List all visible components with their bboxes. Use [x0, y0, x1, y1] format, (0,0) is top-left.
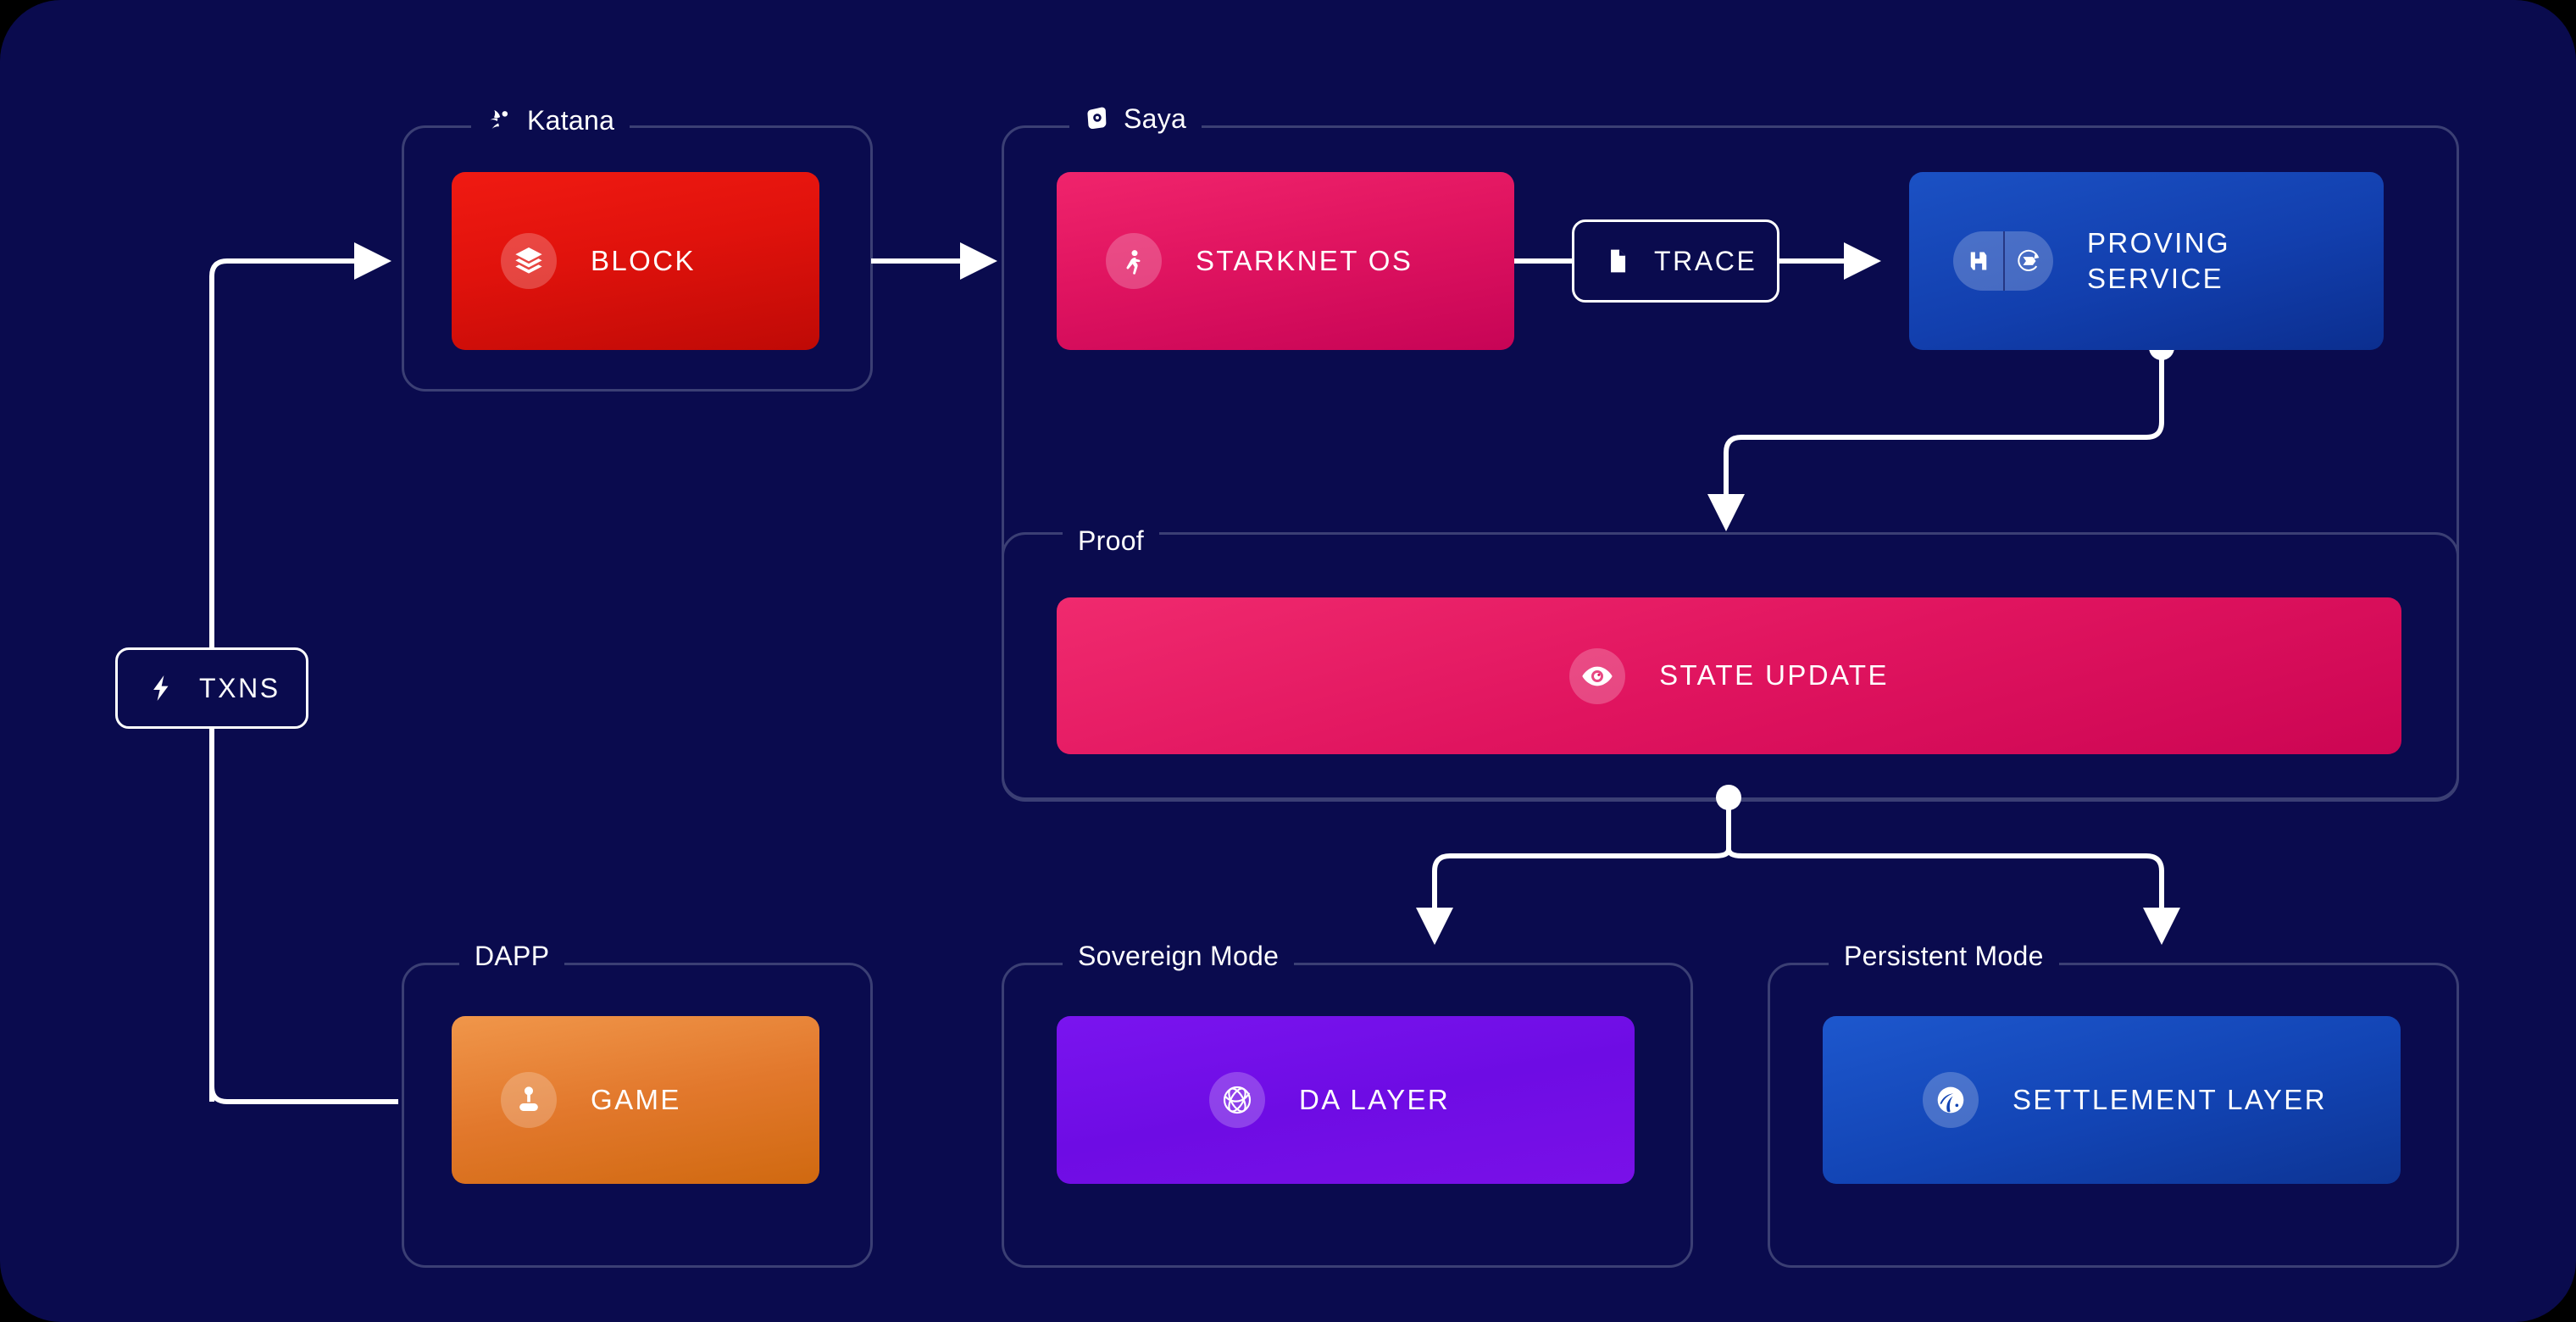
node-label-da-layer: DA LAYER: [1299, 1083, 1451, 1115]
group-label-text: DAPP: [475, 940, 550, 971]
node-label-settlement-layer: SETTLEMENT LAYER: [2012, 1083, 2327, 1115]
group-label-saya: Saya: [1069, 102, 1202, 136]
group-sovereign-mode: [1002, 963, 1693, 1268]
group-label-text: Saya: [1124, 103, 1187, 134]
group-dapp: [402, 963, 873, 1268]
node-proving-service[interactable]: PROVING SERVICE: [1909, 172, 2384, 350]
node-block[interactable]: BLOCK: [452, 172, 819, 350]
group-label-proof: Proof: [1063, 524, 1159, 558]
node-label-starknet-os: STARKNET OS: [1196, 244, 1413, 276]
node-state-update[interactable]: STATE UPDATE: [1057, 597, 2401, 754]
layers-stack-icon: [501, 233, 557, 289]
starknet-circle-icon: [1923, 1072, 1979, 1128]
proving-service-logos: [1953, 231, 2053, 291]
arrowhead-katana: [354, 242, 391, 280]
group-label-sovereign-mode: Sovereign Mode: [1063, 939, 1295, 973]
wire-txns-to-dapp: [209, 1086, 398, 1104]
wire-proof-split-right: [1726, 797, 2164, 909]
node-label-proving-service: PROVING SERVICE: [2087, 226, 2230, 294]
group-label-text: Persistent Mode: [1844, 940, 2044, 971]
eye-icon: [1569, 647, 1626, 704]
wire-proof-split-left: [1432, 797, 1731, 909]
node-label-state-update: STATE UPDATE: [1659, 659, 1889, 692]
node-label-txns: TXNS: [199, 672, 280, 703]
joystick-icon: [501, 1072, 557, 1128]
group-label-text: Katana: [527, 104, 615, 136]
group-label-katana: Katana: [471, 103, 630, 137]
node-label-game: GAME: [591, 1083, 681, 1115]
node-label-block: BLOCK: [591, 244, 696, 276]
saya-cube-icon: [1085, 105, 1112, 132]
group-persistent-mode: [1768, 963, 2459, 1268]
lightning-bolt-icon: [147, 673, 177, 703]
arrowhead-persistent: [2143, 908, 2180, 945]
node-label-trace: TRACE: [1654, 245, 1757, 276]
node-game[interactable]: GAME: [452, 1016, 819, 1184]
atlantic-prover-icon: [2003, 231, 2053, 291]
node-starknet-os[interactable]: STARKNET OS: [1057, 172, 1514, 350]
node-settlement-layer[interactable]: SETTLEMENT LAYER: [1823, 1016, 2401, 1184]
group-label-persistent-mode: Persistent Mode: [1829, 939, 2059, 973]
herodotus-icon: [1953, 231, 2003, 291]
arrowhead-sovereign: [1416, 908, 1453, 945]
starknet-runner-icon: [1106, 233, 1162, 289]
katana-leaf-icon: [486, 106, 515, 135]
node-trace[interactable]: TRACE: [1572, 219, 1779, 303]
arrowhead-saya: [960, 242, 997, 280]
celestia-icon: [1209, 1072, 1265, 1128]
group-label-text: Proof: [1078, 525, 1144, 556]
node-da-layer[interactable]: DA LAYER: [1057, 1016, 1635, 1184]
node-txns[interactable]: TXNS: [115, 647, 308, 729]
document-file-icon: [1603, 247, 1632, 275]
group-label-dapp: DAPP: [459, 939, 565, 973]
group-label-text: Sovereign Mode: [1078, 940, 1280, 971]
